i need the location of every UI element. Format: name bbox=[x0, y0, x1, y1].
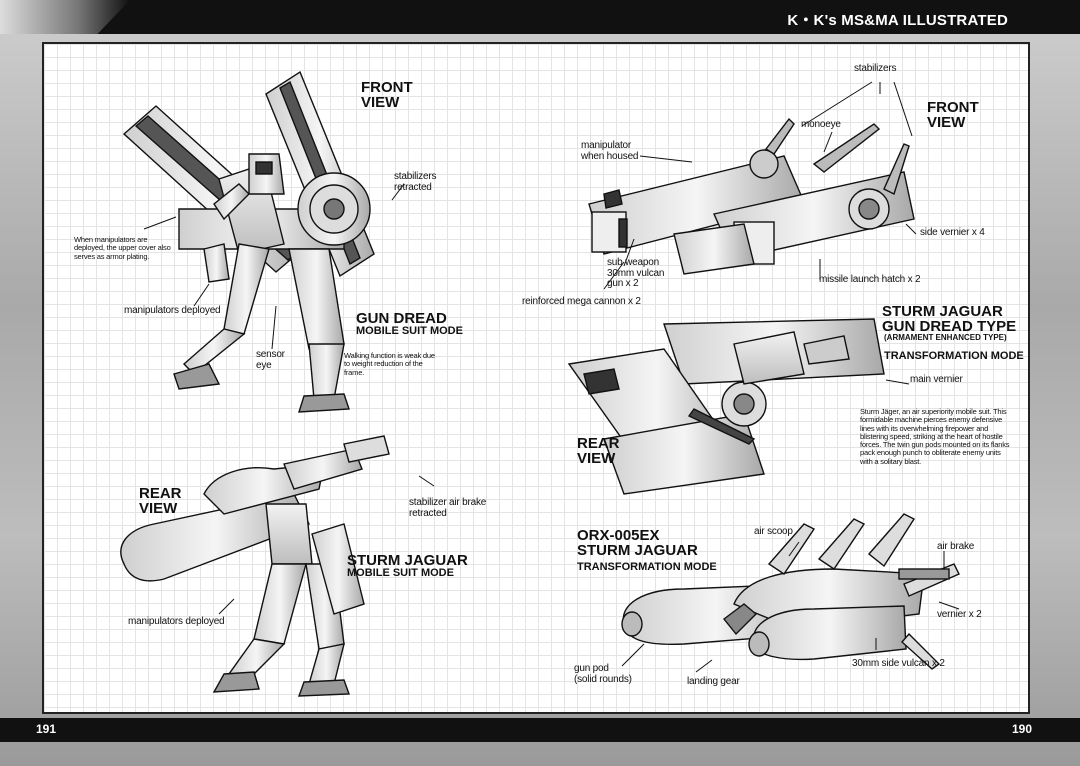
callout-side-vernier: side vernier x 4 bbox=[920, 227, 985, 238]
footer-bar bbox=[0, 718, 1080, 742]
callout-gun-pod: gun pod(solid rounds) bbox=[574, 663, 632, 685]
callout-landing-gear: landing gear bbox=[687, 676, 740, 687]
sturm-jaguar-description: Sturm Jäger, an air superiority mobile s… bbox=[860, 407, 1010, 466]
callout-main-vernier: main vernier bbox=[910, 374, 963, 385]
callout-reinforced-mega-cannon: reinforced mega cannon x 2 bbox=[522, 296, 641, 307]
header-bar: K・K's MS&MA ILLUSTRATED bbox=[0, 0, 1080, 34]
running-header-title: K・K's MS&MA ILLUSTRATED bbox=[787, 12, 1008, 29]
callout-manipulators-deployed-2: manipulators deployed bbox=[128, 616, 225, 627]
callout-monoeye: monoeye bbox=[801, 119, 841, 130]
sturm-jaguar-transformation-drawing bbox=[621, 513, 960, 670]
gun-dread-type-rear-drawing bbox=[567, 318, 885, 495]
armament-transformation-mode: TRANSFORMATION MODE bbox=[884, 350, 1024, 362]
page-number-left: 191 bbox=[36, 722, 57, 736]
orx-transformation-mode: TRANSFORMATION MODE bbox=[577, 561, 717, 573]
gun-dread-mode-subheading: MOBILE SUIT MODE bbox=[356, 325, 463, 337]
armament-enhanced-subheading: (ARMAMENT ENHANCED TYPE) bbox=[884, 333, 1007, 342]
callout-missile-launch-hatch: missile launch hatch x 2 bbox=[819, 274, 921, 285]
header-bar-fade bbox=[0, 0, 130, 34]
sturm-jaguar-mode-subheading: MOBILE SUIT MODE bbox=[347, 567, 454, 579]
callout-leader-lines bbox=[143, 81, 960, 673]
callout-air-scoop: air scoop bbox=[754, 526, 793, 537]
gun-dread-type-front-drawing bbox=[588, 117, 915, 275]
callout-air-brake: air brake bbox=[937, 541, 975, 552]
gun-dread-heading: GUN DREAD bbox=[356, 310, 447, 327]
callout-vernier-x2: vernier x 2 bbox=[937, 609, 982, 620]
sturm-jaguar-heading: STURM JAGUAR bbox=[347, 552, 468, 569]
callout-30mm-side-vulcan: 30mm side vulcan x 2 bbox=[852, 658, 945, 669]
gun-dread-mobile-suit-drawing bbox=[122, 70, 375, 413]
callout-manipulators-deployed: manipulators deployed bbox=[124, 305, 221, 316]
page-number-right: 190 bbox=[1012, 722, 1033, 736]
sturm-jaguar-mobile-suit-drawing bbox=[120, 435, 390, 697]
illustration-layer bbox=[120, 70, 960, 697]
callout-stabilizers: stabilizers bbox=[854, 63, 897, 74]
